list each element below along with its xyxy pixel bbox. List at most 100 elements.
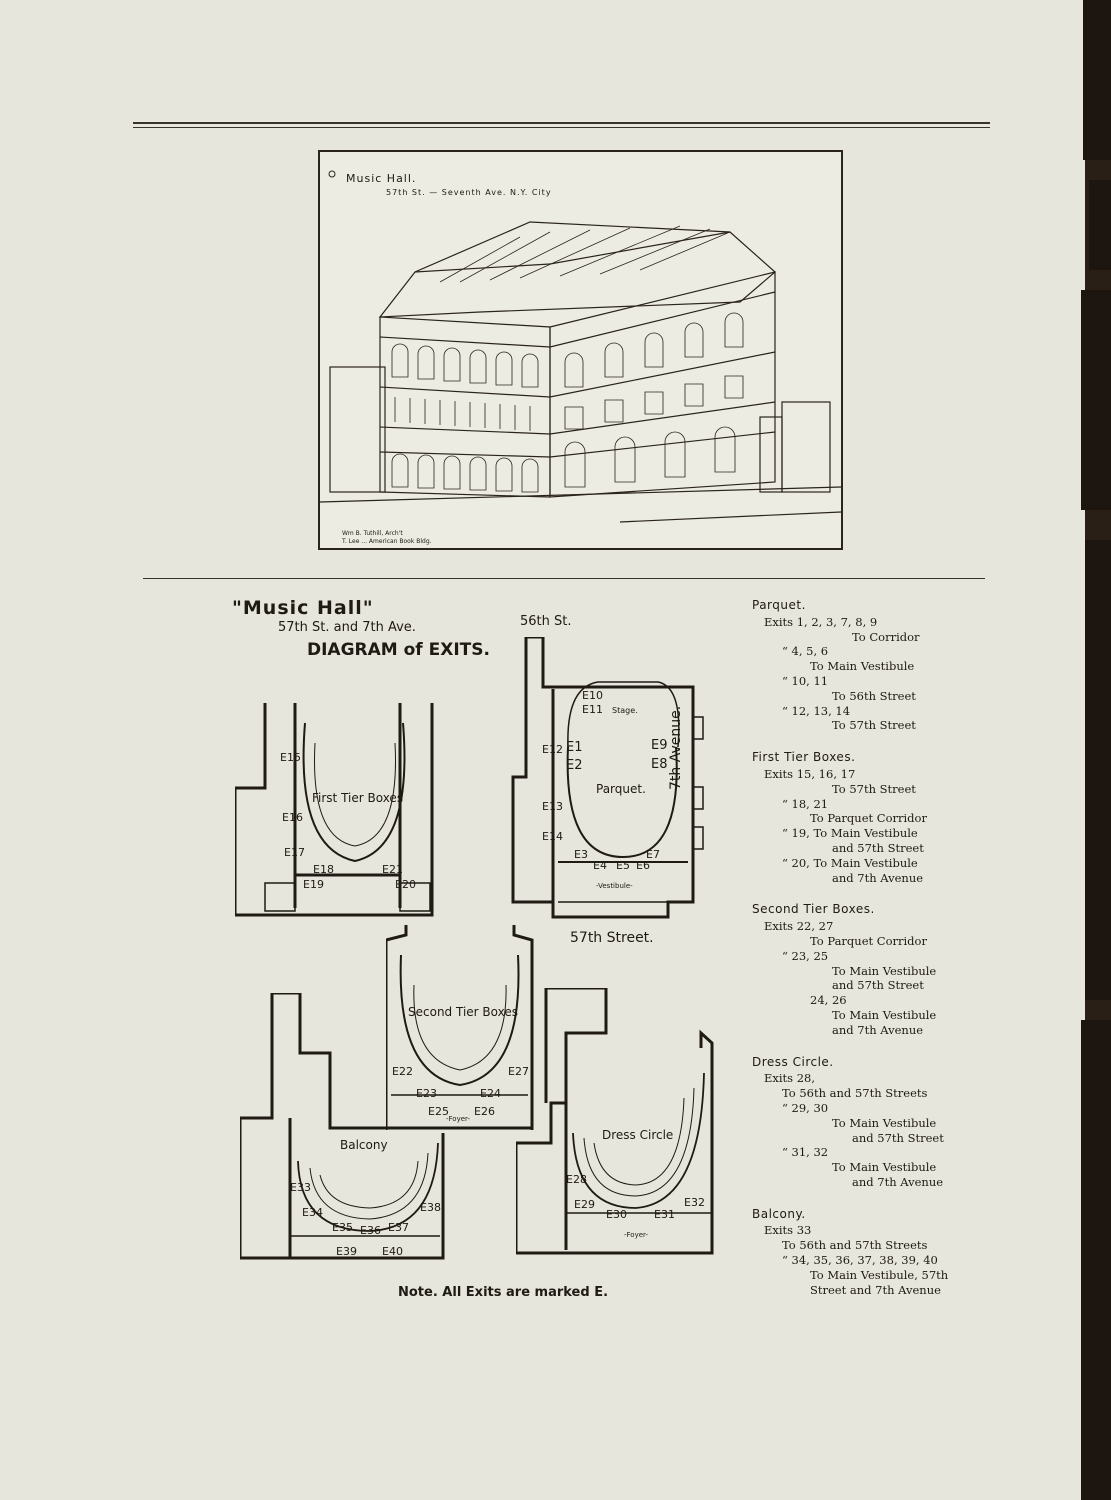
parquet-plan: E10 E11 Stage. E12 E1 E2 E9 E8 Parquet. … [508,635,708,921]
illustration-caption-title: Music Hall. [346,172,417,185]
exit-e1: E1 [566,740,583,755]
exit-e30: E30 [606,1208,627,1221]
exits-legend: Parquet. Exits 1, 2, 3, 7, 8, 9 To Corri… [752,598,967,1297]
dress-circle-plan: Dress Circle E28 E29 E30 E31 E32 -Foyer- [514,986,716,1256]
balcony-outline [238,991,445,1260]
legend-dress-circle-line: “ 31, 32 [782,1145,829,1160]
exit-e37: E37 [388,1221,409,1234]
legend-parquet-line: To 57th Street [832,718,916,733]
page-edge-tab [1089,180,1111,270]
page-edge-tab [1081,290,1111,510]
legend-second-tier-line: 24, 26 [810,993,847,1008]
legend-parquet-heading: Parquet. [752,598,806,612]
illustration-caption-address: 57th St. — Seventh Ave. N.Y. City [386,188,552,197]
first-tier-label: First Tier Boxes [312,791,404,805]
exit-e33: E33 [290,1181,311,1194]
exit-e16: E16 [282,811,303,824]
legend-first-tier-line: “ 19, To Main Vestibule [782,826,918,841]
balcony-plan: Balcony E33 E34 E35 E36 E37 E38 E39 E40 [238,991,445,1261]
legend-balcony-line: “ 34, 35, 36, 37, 38, 39, 40 [782,1253,938,1268]
exit-e2: E2 [566,758,583,773]
street-56th-label: 56th St. [520,614,572,629]
legend-dress-circle-line: “ 29, 30 [782,1100,829,1115]
second-tier-label: Second Tier Boxes [408,1005,518,1019]
legend-second-tier-line: To Main Vestibule [832,963,937,978]
legend-dress-circle-line: and 7th Avenue [852,1174,944,1189]
credit-line-1: Wm B. Tuthill, Arch't [342,530,403,537]
legend-second-tier-heading: Second Tier Boxes. [752,902,875,917]
exit-e3: E3 [574,848,588,861]
exit-e19: E19 [303,878,324,891]
exit-e18: E18 [313,863,334,876]
exit-e40: E40 [382,1245,403,1258]
legend-parquet-line: To Main Vestibule [810,659,915,674]
legend-dress-circle-line: and 57th Street [852,1130,944,1145]
legend-balcony-line: Exits 33 [764,1223,812,1238]
legend-balcony-line: To Main Vestibule, 57th [810,1267,949,1282]
diagram-note: Note. All Exits are marked E. [398,1285,609,1300]
building-drawing [320,170,841,523]
legend-first-tier-line: and 7th Avenue [832,870,924,885]
exit-e11: E11 [582,703,603,716]
diagram-address: 57th St. and 7th Ave. [278,620,416,635]
legend-first-tier-line: To Parquet Corridor [810,811,927,826]
legend-balcony-line: Street and 7th Avenue [810,1282,941,1297]
legend-parquet-line: To 56th Street [832,688,916,703]
exit-e7: E7 [646,848,660,861]
legend-second-tier-line: Exits 22, 27 [764,919,834,934]
diagram-subtitle: DIAGRAM of EXITS. [307,640,490,660]
legend-dress-circle-line: To 56th and 57th Streets [782,1086,928,1101]
exit-e24: E24 [480,1087,501,1100]
legend-first-tier-heading: First Tier Boxes. [752,750,856,765]
legend-second-tier-line: To Main Vestibule [832,1007,937,1022]
balcony-label: Balcony [340,1138,388,1152]
middle-rule [143,578,985,579]
exit-e22: E22 [392,1065,413,1078]
exit-e5: E5 [616,859,630,872]
exit-e28: E28 [566,1173,587,1186]
legend-parquet-line: Exits 1, 2, 3, 7, 8, 9 [764,614,878,629]
dress-circle-label: Dress Circle [602,1128,674,1142]
parquet-outline [511,635,704,919]
exit-e21: E21 [382,863,403,876]
dress-circle-outline [514,986,714,1255]
page-edge-tab [1083,0,1111,160]
vestibule-label: -Vestibule- [596,882,633,890]
top-rule-thin [133,127,990,128]
foyer-label-second-tier: -Foyer- [446,1115,470,1123]
stage-label: Stage. [612,706,638,715]
legend-second-tier-line: To Parquet Corridor [810,933,927,948]
legend-first-tier-line: Exits 15, 16, 17 [764,766,856,781]
exit-e4: E4 [593,859,607,872]
exit-e25: E25 [428,1105,449,1118]
exit-e13: E13 [542,800,563,813]
street-57th-label: 57th Street. [570,930,654,946]
exit-e38: E38 [420,1201,441,1214]
first-tier-plan: First Tier Boxes E15 E16 E17 E18 E21 E19… [233,703,435,918]
exit-e32: E32 [684,1196,705,1209]
legend-first-tier-line: “ 18, 21 [782,796,829,811]
legend-second-tier-line: “ 23, 25 [782,948,829,963]
exit-e9: E9 [651,738,668,753]
exit-e12: E12 [542,743,563,756]
exit-e8: E8 [651,757,668,772]
legend-balcony-heading: Balcony. [752,1206,806,1221]
exit-e31: E31 [654,1208,675,1221]
legend-parquet-line: To Corridor [852,629,920,644]
legend-second-tier-line: and 7th Avenue [832,1022,924,1037]
exit-e39: E39 [336,1245,357,1258]
exit-e23: E23 [416,1087,437,1100]
exit-e26: E26 [474,1105,495,1118]
credit-line-2: T. Lee ... American Book Bldg. [342,538,432,545]
legend-dress-circle-line: To Main Vestibule [832,1115,937,1130]
exit-e20: E20 [395,878,416,891]
diagram-title: "Music Hall" [232,597,374,619]
legend-dress-circle-heading: Dress Circle. [752,1054,834,1069]
legend-parquet-line: “ 12, 13, 14 [782,703,851,718]
legend-parquet-line: “ 10, 11 [782,673,829,688]
legend-first-tier-line: To 57th Street [832,781,916,796]
page-edge-tab [1085,540,1111,1000]
exit-e35: E35 [332,1221,353,1234]
illustration-credit: Wm B. Tuthill, Arch't T. Lee ... America… [342,530,432,546]
exit-e29: E29 [574,1198,595,1211]
